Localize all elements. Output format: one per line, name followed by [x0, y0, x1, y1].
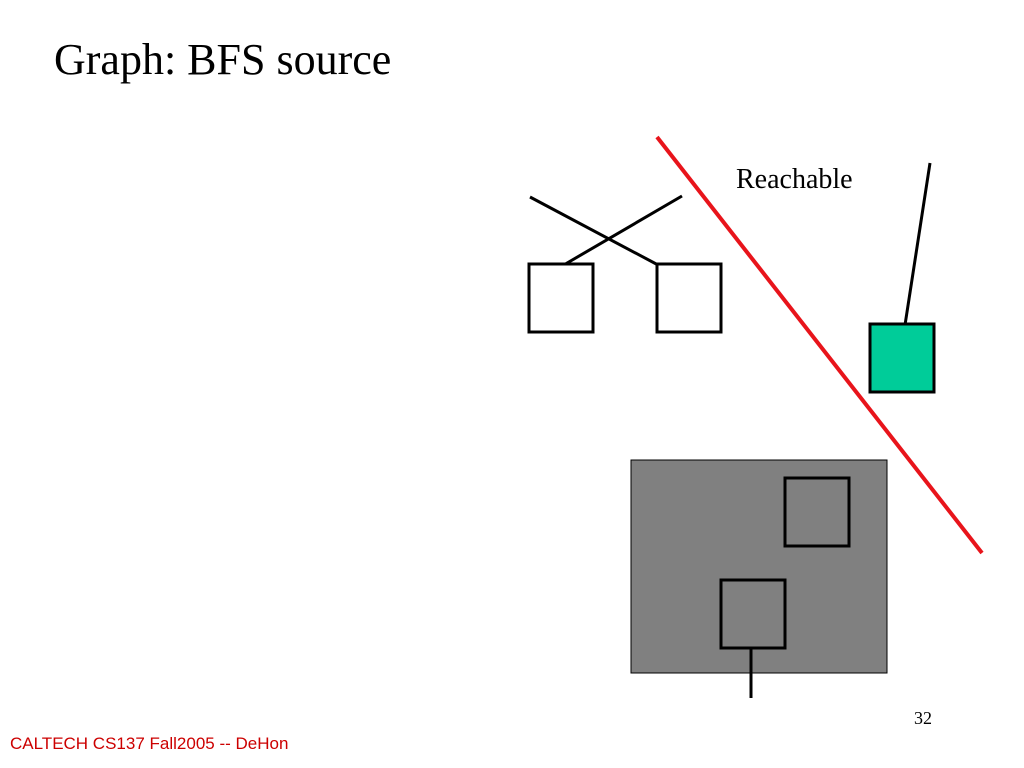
- node-region-lower: [719, 578, 787, 650]
- slide-title: Graph: BFS source: [54, 35, 392, 84]
- node-reached: [868, 322, 936, 394]
- node-left-1: [527, 262, 595, 334]
- node-left-2: [655, 262, 723, 334]
- edge-into-reached-node: [903, 162, 932, 326]
- reachable-boundary-line: [655, 135, 984, 555]
- node-region-upper: [783, 476, 851, 548]
- edge-cross-down-right: [529, 195, 661, 268]
- edge-cross-down-left: [561, 194, 683, 268]
- footer-text: CALTECH CS137 Fall2005 -- DeHon: [10, 734, 289, 753]
- page-number: 32: [914, 708, 932, 728]
- reachable-label: Reachable: [736, 164, 853, 195]
